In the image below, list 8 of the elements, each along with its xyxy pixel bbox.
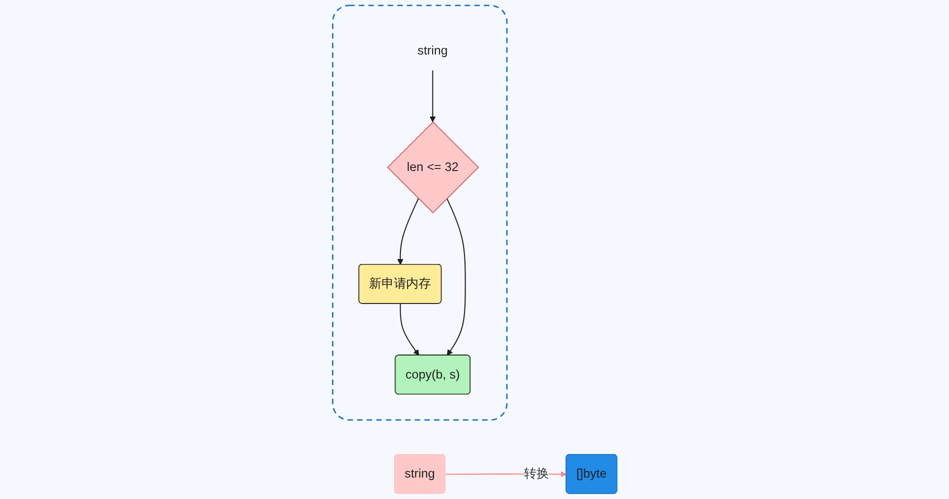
cluster — [332, 4, 508, 421]
arrow — [397, 198, 419, 265]
node-diamond: len <= 32 — [386, 122, 479, 214]
arrow — [400, 304, 419, 356]
node-text: string — [417, 44, 448, 58]
arrow — [446, 198, 466, 356]
arrow — [429, 70, 436, 122]
edge-label: 转换 — [524, 466, 549, 480]
